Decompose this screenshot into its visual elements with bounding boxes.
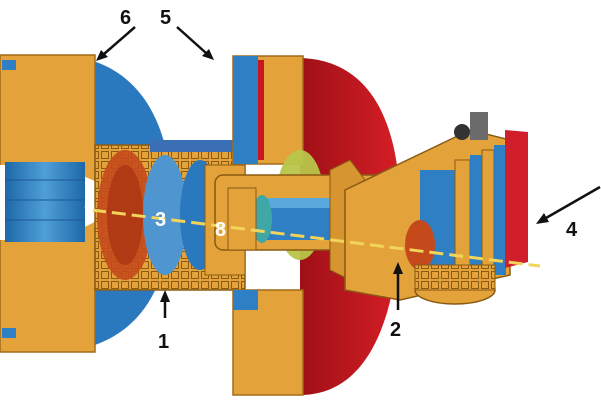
beam-axis [91,208,541,268]
label-8: 8 [215,219,226,241]
end-cap-structure [344,112,528,305]
label-arrows [96,26,601,318]
label-2: 2 [390,319,401,341]
label-6: 6 [120,7,131,29]
label-1: 1 [158,331,169,353]
left-yoke [0,54,172,353]
label-4: 4 [566,219,578,241]
label-3: 3 [155,209,166,231]
label-7: 7 [84,203,95,225]
label-5: 5 [160,7,171,29]
